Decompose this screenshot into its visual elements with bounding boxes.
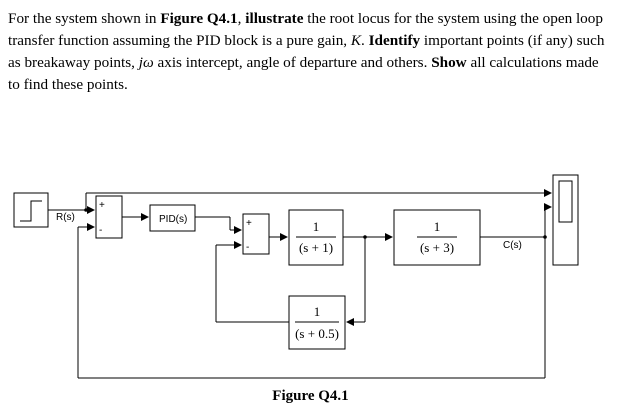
tf2-numerator: 1 bbox=[434, 219, 441, 234]
keyword-illustrate: illustrate bbox=[245, 10, 304, 27]
tf1-numerator: 1 bbox=[313, 219, 320, 234]
pid-block bbox=[149, 204, 196, 232]
jw-symbol: jω bbox=[138, 54, 154, 71]
summing-junction-1: + - bbox=[95, 195, 123, 239]
transfer-function-block-2: 1 (s + 3) bbox=[393, 209, 481, 266]
pid-label: PID(s) bbox=[159, 214, 187, 225]
tf1-denominator: (s + 1) bbox=[299, 240, 333, 255]
gain-symbol: K bbox=[350, 32, 362, 49]
transfer-function-block-3: 1 (s + 0.5) bbox=[288, 295, 346, 350]
svg-text:+: + bbox=[99, 200, 105, 211]
tf3-denominator: (s + 0.5) bbox=[295, 326, 339, 341]
keyword-identify: Identify bbox=[368, 32, 421, 49]
figure-reference: Figure Q4.1 bbox=[160, 10, 238, 27]
tf3-numerator: 1 bbox=[314, 304, 321, 319]
figure-caption: Figure Q4.1 bbox=[272, 388, 349, 404]
summing-junction-2: + - bbox=[242, 213, 270, 255]
tf2-denominator: (s + 3) bbox=[420, 240, 454, 255]
output-signal-label: C(s) bbox=[503, 240, 522, 251]
scope-block bbox=[552, 174, 579, 266]
svg-text:-: - bbox=[99, 225, 102, 236]
transfer-function-block-1: 1 (s + 1) bbox=[288, 209, 344, 266]
step-input-block bbox=[13, 192, 49, 228]
input-signal-label: R(s) bbox=[56, 212, 75, 223]
keyword-show: Show bbox=[431, 54, 467, 71]
question-text: For the system shown in Figure Q4.1, ill… bbox=[8, 10, 605, 93]
svg-text:+: + bbox=[246, 218, 252, 229]
svg-text:-: - bbox=[246, 242, 249, 253]
